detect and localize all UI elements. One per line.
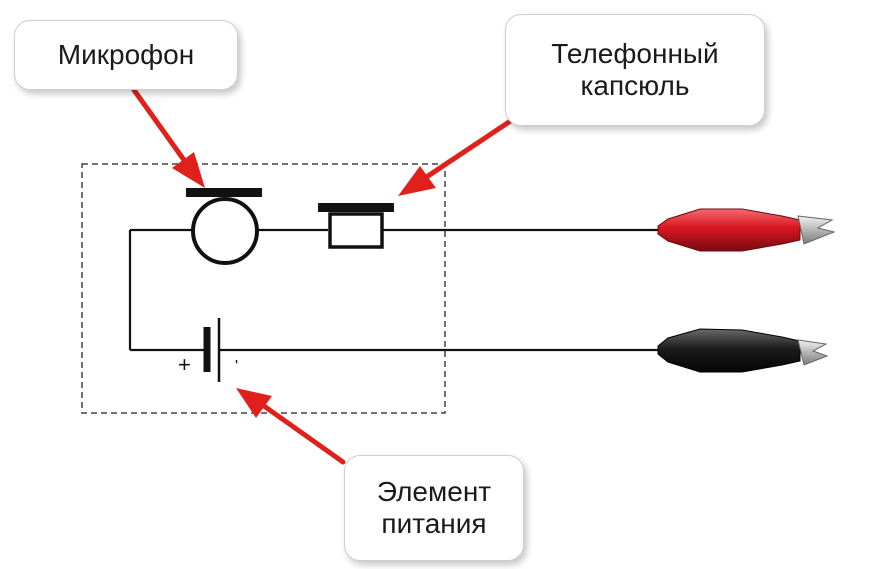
arrows — [131, 87, 515, 465]
callout-power-cell: Элемент питания — [344, 455, 524, 561]
callout-power-cell-line-1: Элемент — [376, 476, 492, 507]
microphone-symbol — [186, 188, 262, 265]
arrow-to-capsule — [398, 117, 515, 196]
phone-capsule-symbol — [318, 203, 394, 249]
callout-power-cell-line-2: питания — [381, 508, 487, 539]
callout-phone-capsule-line-2: капсюль — [580, 70, 690, 101]
black-alligator-clip — [657, 328, 829, 373]
plus-sign: + — [178, 352, 191, 377]
battery-symbol — [203, 318, 221, 382]
callout-phone-capsule: Телефонный капсюль — [505, 14, 765, 126]
arrow-to-microphone — [131, 87, 205, 188]
callout-microphone-line-1: Микрофон — [57, 39, 195, 70]
dashed-enclosure — [81, 163, 446, 414]
arrow-to-battery — [236, 388, 346, 465]
red-alligator-clip — [657, 208, 836, 252]
minus-sign: ' — [235, 358, 238, 375]
callout-phone-capsule-line-1: Телефонный — [551, 38, 719, 69]
wires — [128, 228, 662, 352]
callout-microphone: Микрофон — [14, 20, 238, 90]
